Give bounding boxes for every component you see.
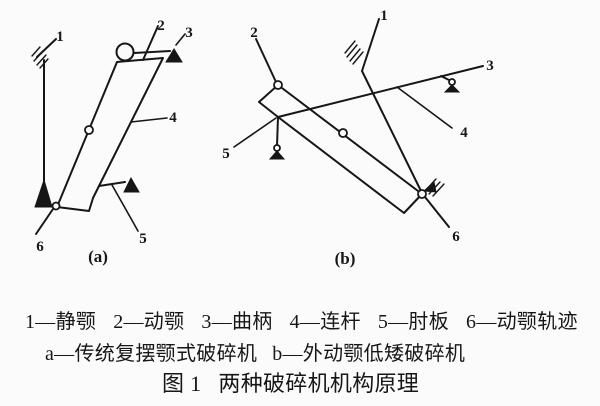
legend-item-2: 2—动颚	[113, 311, 185, 333]
trajectory-line-a	[35, 208, 54, 235]
label-2-b: 2	[250, 25, 258, 41]
crank-pivot-circle-b	[448, 78, 456, 86]
label-5-a: 5	[139, 231, 147, 247]
legend-item-6: 6—动颚轨迹	[466, 311, 578, 333]
label-4-b: 4	[460, 125, 468, 141]
trajectory-line-b	[424, 196, 450, 228]
joint-circle-bottom-a	[51, 201, 61, 211]
label-6-a: 6	[36, 239, 44, 255]
figure-caption-row: 图 1 两种破碎机机构原理	[162, 371, 419, 396]
joint-circle-mid-b	[338, 128, 348, 138]
diagram-b: 1 2 3 4 5 6 (b)	[222, 8, 494, 268]
toggle-pivot-b	[268, 150, 286, 160]
toggle-pivot-circle-b	[273, 144, 281, 152]
leader-3-a	[175, 33, 186, 46]
leader-1-b	[361, 18, 380, 72]
toggle-link-b	[276, 116, 279, 147]
leader-5-b	[233, 117, 277, 148]
label-5-b: 5	[222, 146, 230, 162]
crank-pivot-b	[443, 84, 461, 93]
toggle-link-a	[98, 181, 126, 187]
leader-2-b	[255, 38, 277, 83]
legend-variant-b: b—外动颚低矮破碎机	[272, 343, 466, 365]
label-2-a: 2	[157, 18, 165, 34]
static-jaw-line-b	[361, 70, 422, 192]
lever-line-b	[277, 65, 484, 118]
ground-triangle-a	[34, 178, 53, 208]
legend-item-4: 4—连杆	[289, 311, 361, 333]
leader-4-a	[130, 117, 168, 123]
panel-caption-b: (b)	[335, 249, 356, 268]
diagram-a: 1 2 3 4 5 6 (a)	[31, 18, 193, 266]
leader-4-b	[396, 86, 453, 129]
crank-pivot-a	[165, 48, 183, 63]
wall-hatch-b-bottom	[422, 178, 445, 197]
label-1-a: 1	[56, 29, 64, 45]
wall-hatch-b-top	[344, 40, 364, 65]
legend-item-5: 5—肘板	[377, 311, 450, 333]
label-6-b: 6	[452, 229, 460, 245]
legend-item-3: 3—曲柄	[201, 311, 273, 333]
panel-caption-a: (a)	[88, 247, 108, 266]
legend-variants-row: a—传统复摆颚式破碎机 b—外动颚低矮破碎机	[45, 343, 465, 366]
leader-2-a	[142, 25, 159, 61]
joint-circle-mid-a	[84, 125, 94, 135]
figure-number: 图 1	[162, 371, 202, 396]
legend-parts-row: 1—静颚 2—动颚 3—曲柄 4—连杆 5—肘板 6—动颚轨迹	[25, 311, 578, 334]
figure-title: 两种破碎机机构原理	[218, 371, 420, 396]
mechanism-figure: 1 2 3 4 5 6 (a)	[31, 8, 494, 268]
label-3-b: 3	[486, 58, 494, 74]
crank-link-a	[133, 50, 171, 54]
jaw-panel-a	[56, 57, 164, 212]
label-4-a: 4	[169, 110, 177, 126]
eccentric-circle-a	[115, 42, 135, 62]
joint-circle-top-b	[273, 80, 283, 90]
leader-5-a	[111, 184, 139, 232]
joint-circle-bottom-b	[417, 189, 427, 199]
label-3-a: 3	[185, 25, 193, 41]
label-1-b: 1	[380, 8, 388, 24]
legend-item-1: 1—静颚	[25, 311, 97, 333]
legend-variant-a: a—传统复摆颚式破碎机	[45, 343, 258, 365]
jaw-panel-b	[258, 84, 423, 214]
toggle-pivot-a	[123, 176, 140, 193]
